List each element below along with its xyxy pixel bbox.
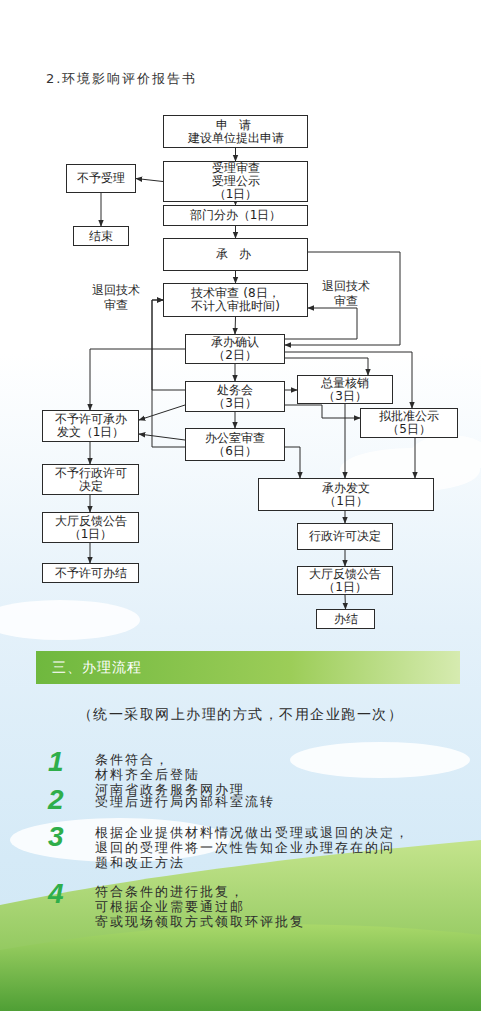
flow-arrow [90, 349, 185, 410]
flow-arrow [345, 595, 347, 609]
box-text: 不予许可承办 发文（1日） [55, 413, 127, 439]
step-text: 条件符合，材料齐全后登陆 河南省政务服务网办理 [95, 752, 245, 797]
box-text: 办公室审查 （6日） [205, 432, 265, 458]
box-text: 大厅反馈公告 （1日） [55, 515, 127, 541]
flow-arrow [235, 412, 236, 428]
process-box: 部门分办（1日） [163, 205, 308, 226]
step-number: 1 [48, 748, 64, 776]
box-subtext: 建设单位提出申请 [188, 132, 284, 145]
flow-arrow [139, 434, 185, 440]
box-text: 不予行政许可 决定 [55, 467, 127, 493]
box-text: 大厅反馈公告 （1日） [309, 568, 381, 594]
process-box: 办公室审查 （6日） [185, 428, 285, 461]
process-box: 不予行政许可 决定 [42, 464, 139, 495]
process-box: 不予许可办结 [42, 563, 139, 583]
box-text: 总量核销 （3日） [321, 377, 369, 403]
flow-arrow [415, 438, 416, 478]
return-note: 退回技术 审查 [92, 283, 140, 313]
process-box: 申 请建设单位提出申请 [163, 115, 308, 148]
process-box: 处务会 （3日） [185, 381, 285, 412]
flow-arrow [152, 300, 185, 447]
step-number: 2 [48, 786, 64, 814]
step-number: 4 [48, 880, 64, 908]
grass [0, 924, 481, 1011]
flow-arrow [285, 405, 360, 418]
box-text: 受理审查 受理公示（1日） [212, 162, 260, 201]
process-box: 总量核销 （3日） [297, 375, 393, 404]
diagram-title: 2.环境影响评价报告书 [46, 70, 197, 88]
box-text: 不予受理 [77, 172, 125, 185]
flow-arrow [285, 447, 300, 478]
box-text: 拟批准公示 （5日） [379, 410, 439, 436]
process-box: 受理审查 受理公示（1日） [163, 161, 308, 202]
box-text: 技术审查 (8日，不计入审批时间) [191, 287, 280, 313]
box-text: 承办确认 （2日） [211, 336, 259, 362]
box-text: 处务会 （3日） [213, 384, 257, 410]
flow-arrow [139, 405, 185, 420]
box-text: 结束 [89, 230, 113, 243]
box-text: 三、办理流程 [52, 661, 142, 674]
flow-arrow [90, 543, 91, 563]
process-box: 承办确认 （2日） [185, 334, 285, 364]
process-box: 大厅反馈公告 （1日） [42, 512, 139, 543]
process-box: 结束 [73, 226, 129, 246]
box-text: 承 办 [216, 248, 256, 261]
section-band: 三、办理流程 [36, 651, 460, 684]
step-text: 符合条件的进行批复，可根据企业需要通过邮 寄或现场领取方式领取环评批复 [95, 884, 305, 929]
flow-arrow [90, 442, 91, 464]
clouds [0, 435, 481, 862]
flow-arrow [345, 404, 346, 478]
box-text: 不予许可办结 [55, 567, 127, 580]
step-text: 受理后进行局内部科室流转 [95, 794, 275, 809]
flow-arrow [235, 317, 237, 334]
flow-arrow [90, 495, 91, 512]
box-text: 办结 [334, 613, 358, 626]
process-box: 不予受理 [66, 164, 136, 193]
box-text: 申 请 [216, 119, 256, 132]
process-box: 大厅反馈公告 （1日） [297, 566, 393, 595]
process-box: 拟批准公示 （5日） [360, 408, 458, 438]
box-text: 承办发文 （1日） [322, 482, 370, 508]
process-box: 承 办 [163, 238, 308, 271]
process-box: 行政许可决定 [297, 523, 393, 550]
flow-arrow [136, 179, 163, 182]
flow-arrow [235, 226, 236, 238]
hill [0, 840, 481, 1011]
subtitle: （统一采取网上办理的方式，不用企业跑一次） [0, 707, 481, 722]
flow-arrow [235, 271, 236, 283]
box-text: 部门分办（1日） [190, 209, 282, 222]
step-number: 3 [48, 823, 64, 851]
flow-arrow [345, 550, 346, 566]
flow-arrow [285, 390, 297, 391]
flow-arrow [285, 358, 368, 375]
box-text: 行政许可决定 [309, 530, 381, 543]
flow-arrow [285, 352, 412, 408]
process-box: 技术审查 (8日，不计入审批时间) [163, 283, 308, 317]
flow-arrow [235, 148, 236, 161]
flow-arrow [101, 193, 102, 226]
flow-arrow [345, 511, 346, 523]
process-box: 承办发文 （1日） [258, 478, 434, 511]
process-box: 不予许可承办 发文（1日） [42, 410, 139, 442]
process-box: 办结 [316, 609, 375, 629]
flow-arrow [235, 364, 236, 381]
return-note: 退回技术 审查 [322, 279, 370, 309]
step-text: 根据企业提供材料情况做出受理或退回的决定， 退回的受理件将一次性告知企业办理存在… [95, 825, 410, 870]
